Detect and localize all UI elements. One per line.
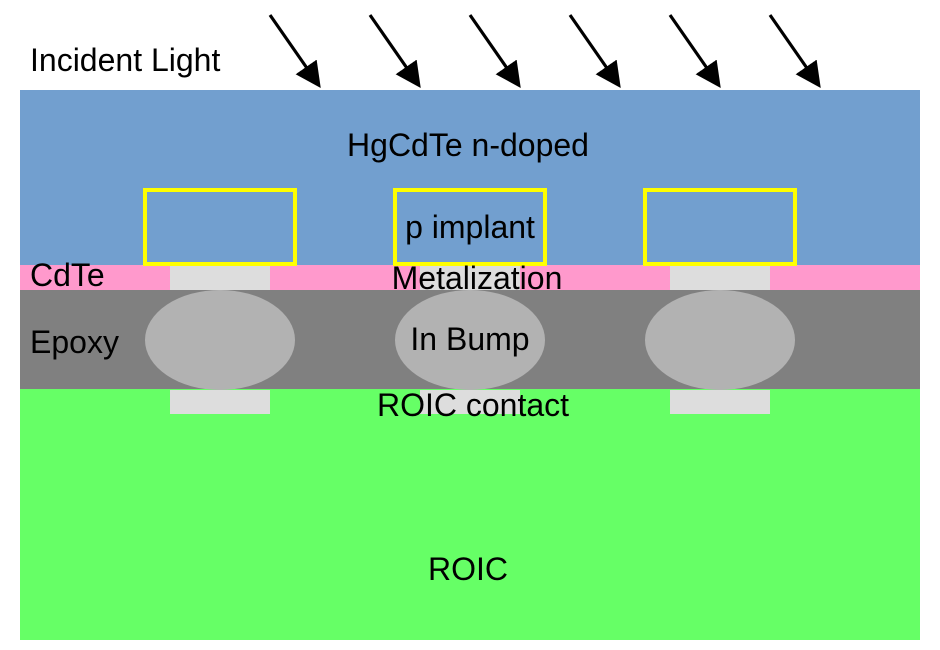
metalization-label: Metalization (392, 260, 563, 296)
cdte-label: CdTe (30, 257, 105, 293)
metalization-pads (170, 266, 770, 290)
p-implant-box-3 (643, 188, 797, 266)
hgcdte-label: HgCdTe n-doped (347, 127, 589, 163)
indium-bump-1 (145, 290, 295, 390)
light-arrow-4 (568, 14, 621, 88)
epoxy-label: Epoxy (30, 324, 119, 360)
incident-light-label: Incident Light (30, 42, 220, 78)
roic-layer (20, 389, 920, 640)
p-implant-label: p implant (405, 209, 535, 245)
p-implants (143, 188, 797, 266)
roic-contact-pad-3 (670, 390, 770, 414)
incident-light-arrows (268, 14, 821, 88)
indium-bump-3 (645, 290, 795, 390)
indium-bump-2 (395, 290, 545, 390)
light-arrow-1 (268, 14, 321, 88)
p-implant-box-1 (143, 188, 297, 266)
roic-contact-label: ROIC contact (377, 387, 569, 423)
indium-bumps (145, 290, 795, 390)
in-bump-label: In Bump (410, 321, 529, 357)
metalization-pad-3 (670, 266, 770, 290)
roic-contact-pad-2 (420, 390, 520, 414)
light-arrow-2 (368, 14, 421, 88)
roic-label: ROIC (428, 551, 508, 587)
metalization-pad-2 (420, 266, 520, 290)
roic-contacts (170, 390, 770, 414)
p-implant-box-2 (393, 188, 547, 266)
hgcdte-layer (20, 90, 920, 266)
roic-contact-pad-1 (170, 390, 270, 414)
light-arrow-5 (668, 14, 721, 88)
light-arrow-3 (468, 14, 521, 88)
metalization-pad-1 (170, 266, 270, 290)
light-arrow-6 (768, 14, 821, 88)
